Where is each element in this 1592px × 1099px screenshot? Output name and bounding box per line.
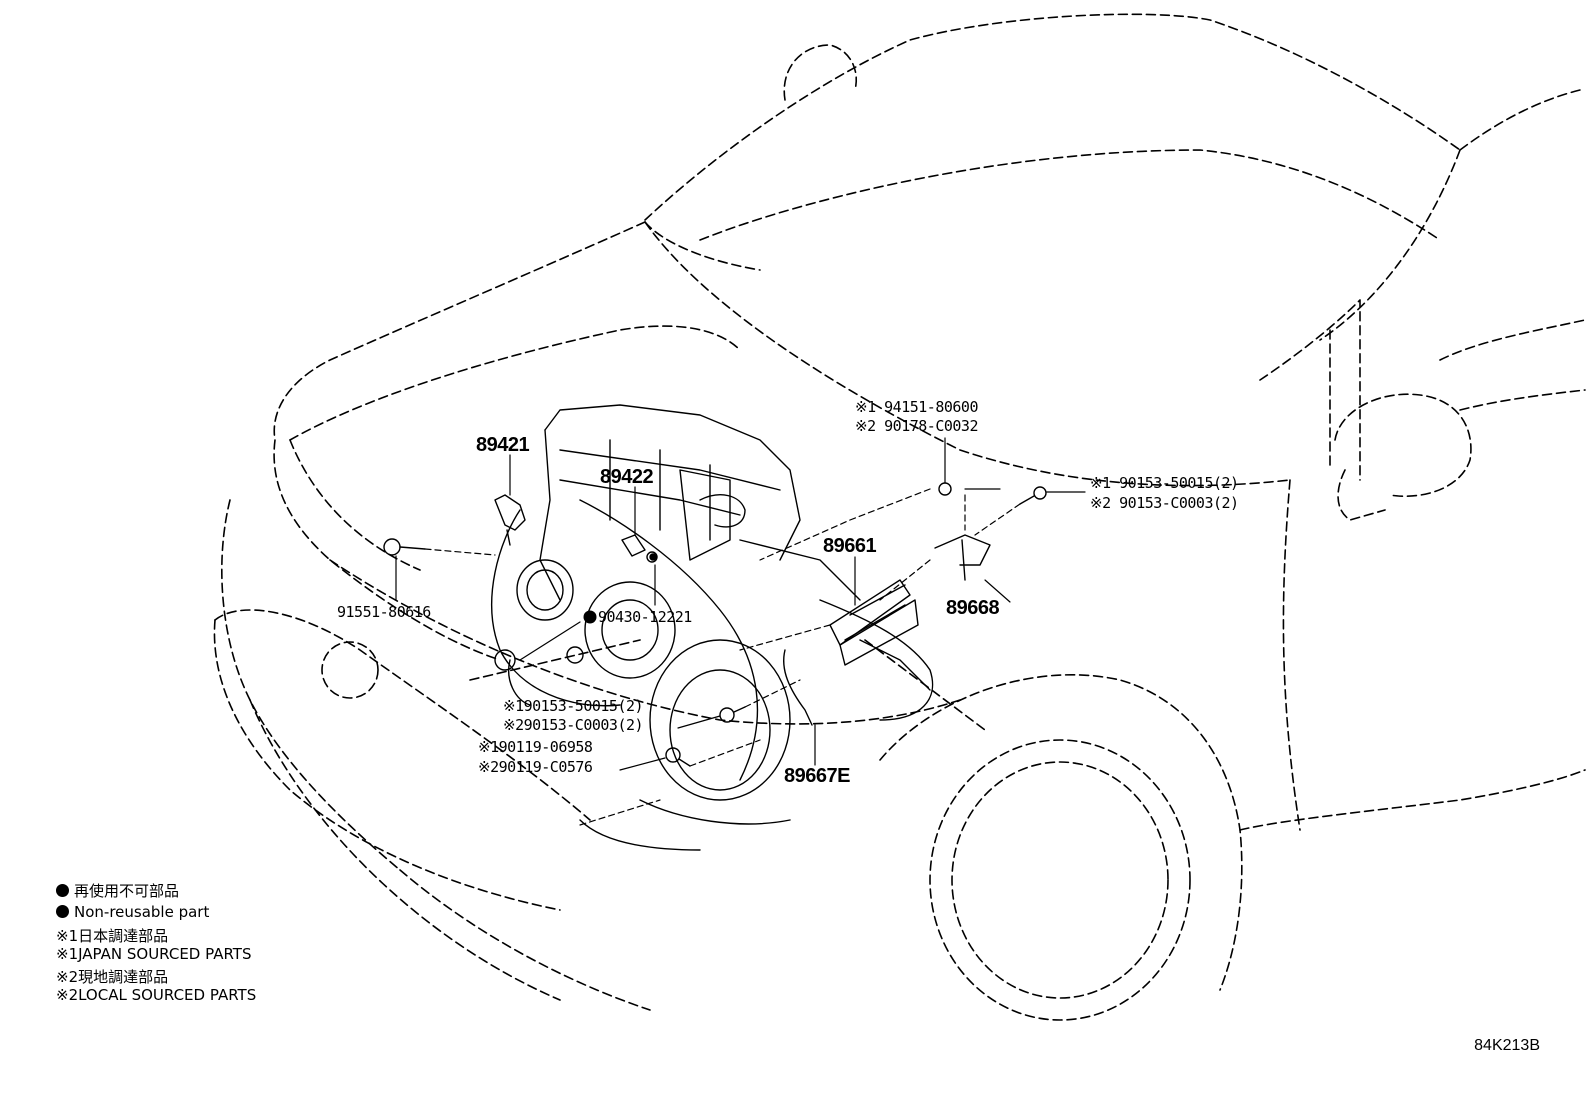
component-shapes bbox=[383, 482, 1047, 767]
illustration-code: 84K213B bbox=[1474, 1037, 1540, 1054]
legend-non-reusable-jp: 再使用不可部品 bbox=[56, 880, 179, 901]
non-reusable-dot bbox=[583, 610, 597, 624]
filled-circle-icon bbox=[56, 905, 69, 918]
part-label-89668[interactable]: 89668 bbox=[946, 597, 1000, 619]
note-top-1[interactable]: ※1 94151-80600 bbox=[855, 398, 978, 416]
note-mid-1[interactable]: ※190153-50015(2) bbox=[503, 697, 644, 715]
part-label-89661[interactable]: 89661 bbox=[823, 535, 877, 557]
note-top-2[interactable]: ※2 90178-C0032 bbox=[855, 417, 978, 435]
legend-japan-sourced-en: ※1JAPAN SOURCED PARTS bbox=[56, 945, 252, 963]
part-label-91551-80616[interactable]: 91551-80616 bbox=[337, 603, 431, 621]
part-label-89422[interactable]: 89422 bbox=[600, 466, 654, 488]
engine-assembly bbox=[491, 404, 934, 851]
legend-text: Non-reusable part bbox=[74, 903, 210, 921]
note-mid-2[interactable]: ※290153-C0003(2) bbox=[503, 716, 644, 734]
legend-local-sourced-en: ※2LOCAL SOURCED PARTS bbox=[56, 986, 257, 1004]
legend-non-reusable-en: Non-reusable part bbox=[56, 903, 209, 921]
legend-japan-sourced-jp: ※1日本調達部品 bbox=[56, 927, 169, 945]
note-low-2[interactable]: ※290119-C0576 bbox=[478, 758, 593, 776]
dashed-leader-lines bbox=[424, 488, 1021, 826]
legend-text: 再使用不可部品 bbox=[74, 882, 180, 900]
note-right-2[interactable]: ※2 90153-C0003(2) bbox=[1090, 494, 1239, 512]
note-low-1[interactable]: ※190119-06958 bbox=[478, 738, 593, 756]
legend-local-sourced-jp: ※2現地調達部品 bbox=[56, 968, 169, 986]
part-label-90430-12221[interactable]: 90430-12221 bbox=[598, 608, 692, 626]
leader-lines bbox=[395, 437, 1086, 771]
note-right-1[interactable]: ※1 90153-50015(2) bbox=[1090, 474, 1239, 492]
car-body-outline bbox=[213, 13, 1586, 1021]
filled-circle-icon bbox=[56, 884, 69, 897]
part-label-89667e[interactable]: 89667E bbox=[784, 765, 850, 787]
part-label-89421[interactable]: 89421 bbox=[476, 434, 530, 456]
